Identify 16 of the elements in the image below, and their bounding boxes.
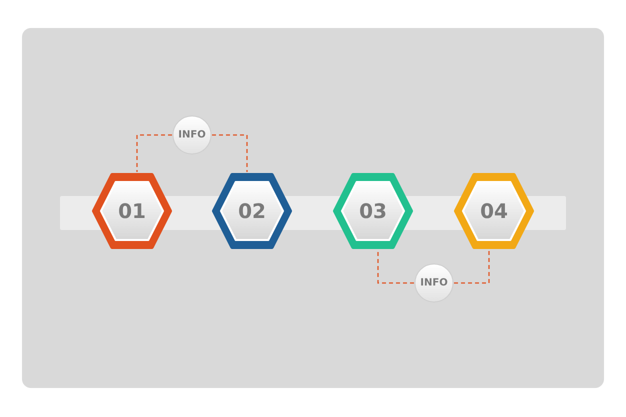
hexagon-badge (454, 173, 534, 249)
hexagon-badge (212, 173, 292, 249)
step-number: 01 (117, 199, 147, 223)
hexagon-badge (333, 173, 413, 249)
step-number: 02 (237, 199, 267, 223)
dashed-connector (377, 250, 414, 284)
info-label: INFO (419, 278, 449, 288)
hexagon-badge (92, 173, 172, 249)
dashed-connector (212, 134, 248, 172)
dashed-connector (454, 250, 490, 284)
info-circle (414, 263, 454, 303)
step-number: 04 (479, 199, 509, 223)
dashed-connector (136, 134, 172, 172)
info-circle (172, 115, 212, 155)
step-number: 03 (358, 199, 388, 223)
info-label: INFO (177, 130, 207, 140)
